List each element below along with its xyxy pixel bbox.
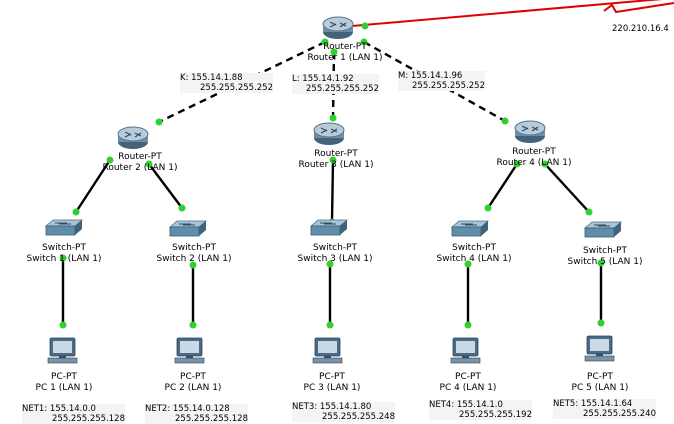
port-dot-r3: [329, 156, 337, 164]
link-r2-s1[interactable]: [74, 159, 112, 213]
port-dot-r4: [513, 160, 521, 168]
link-r3-s3[interactable]: [330, 159, 335, 223]
port-dot-r3: [329, 114, 337, 122]
subnet-note-net2: NET2: 155.14.0.128 255.255.255.128: [145, 404, 249, 424]
subnet-note-net5: NET5: 155.14.1.64 255.255.255.240: [553, 399, 657, 419]
link-r1-r4[interactable]: [363, 40, 506, 123]
pc4-pc-icon[interactable]: [450, 337, 481, 364]
port-dot-pc4: [464, 321, 472, 329]
port-dot-r2: [145, 160, 153, 168]
r3-router-icon[interactable]: [313, 122, 345, 145]
r4-router-icon[interactable]: [514, 120, 546, 143]
port-dot-pc1: [59, 321, 67, 329]
link-r2-s2[interactable]: [148, 163, 183, 209]
link-r1-r2[interactable]: [158, 40, 326, 124]
subnet-note-k: K: 155.14.1.88 255.255.255.252: [180, 73, 274, 93]
wan-link-break: [603, 2, 674, 14]
port-dot-pc5: [597, 319, 605, 327]
s2-switch-icon[interactable]: [168, 220, 208, 237]
subnet-note-net1: NET1: 155.14.0.0 255.255.255.128: [22, 404, 126, 424]
port-dot-s2: [178, 204, 186, 212]
port-dot-s5: [585, 208, 593, 216]
pc2-pc-icon[interactable]: [174, 337, 205, 364]
r1-router-icon[interactable]: [322, 16, 354, 39]
port-dot-r2: [155, 118, 163, 126]
wan-link-line: [351, 0, 663, 27]
link-r4-s5[interactable]: [544, 163, 590, 213]
wan-address-label: 220.210.16.4: [612, 24, 669, 34]
port-dot-s2: [189, 261, 197, 269]
s1-switch-icon[interactable]: [44, 219, 84, 236]
s3-switch-icon[interactable]: [309, 219, 349, 236]
port-dot-s3: [326, 260, 334, 268]
r2-router-icon[interactable]: [117, 126, 149, 149]
subnet-note-m: M: 155.14.1.96 255.255.255.252: [398, 71, 486, 91]
subnet-note-net3: NET3: 155.14.1.80 255.255.255.248: [292, 402, 396, 422]
port-dot-s1: [72, 208, 80, 216]
port-dot-r1: [360, 38, 368, 46]
subnet-note-net4: NET4: 155.14.1.0 255.255.255.192: [429, 400, 533, 420]
subnet-note-l: L: 155.14.1.92 255.255.255.252: [292, 74, 380, 94]
pc1-pc-icon[interactable]: [47, 337, 78, 364]
pc5-pc-icon[interactable]: [584, 335, 615, 362]
port-dot-r4: [541, 160, 549, 168]
port-dot-s1: [59, 254, 67, 262]
port-dot-s4: [484, 204, 492, 212]
wan-port-dot: [361, 22, 369, 30]
port-dot-r1: [330, 48, 338, 56]
links-layer: [61, 0, 674, 325]
port-dot-s4: [464, 260, 472, 268]
port-dot-r4: [501, 117, 509, 125]
port-dot-r1: [321, 38, 329, 46]
port-dot-s5: [597, 259, 605, 267]
port-dot-pc3: [326, 321, 334, 329]
s5-switch-icon[interactable]: [583, 221, 623, 238]
pc3-pc-icon[interactable]: [312, 337, 343, 364]
port-dot-r2: [106, 156, 114, 164]
s4-switch-icon[interactable]: [450, 220, 490, 237]
port-dot-pc2: [189, 321, 197, 329]
device-icons-layer: [44, 16, 623, 364]
port-dots-layer: [59, 22, 605, 329]
link-r4-s4[interactable]: [486, 163, 519, 209]
